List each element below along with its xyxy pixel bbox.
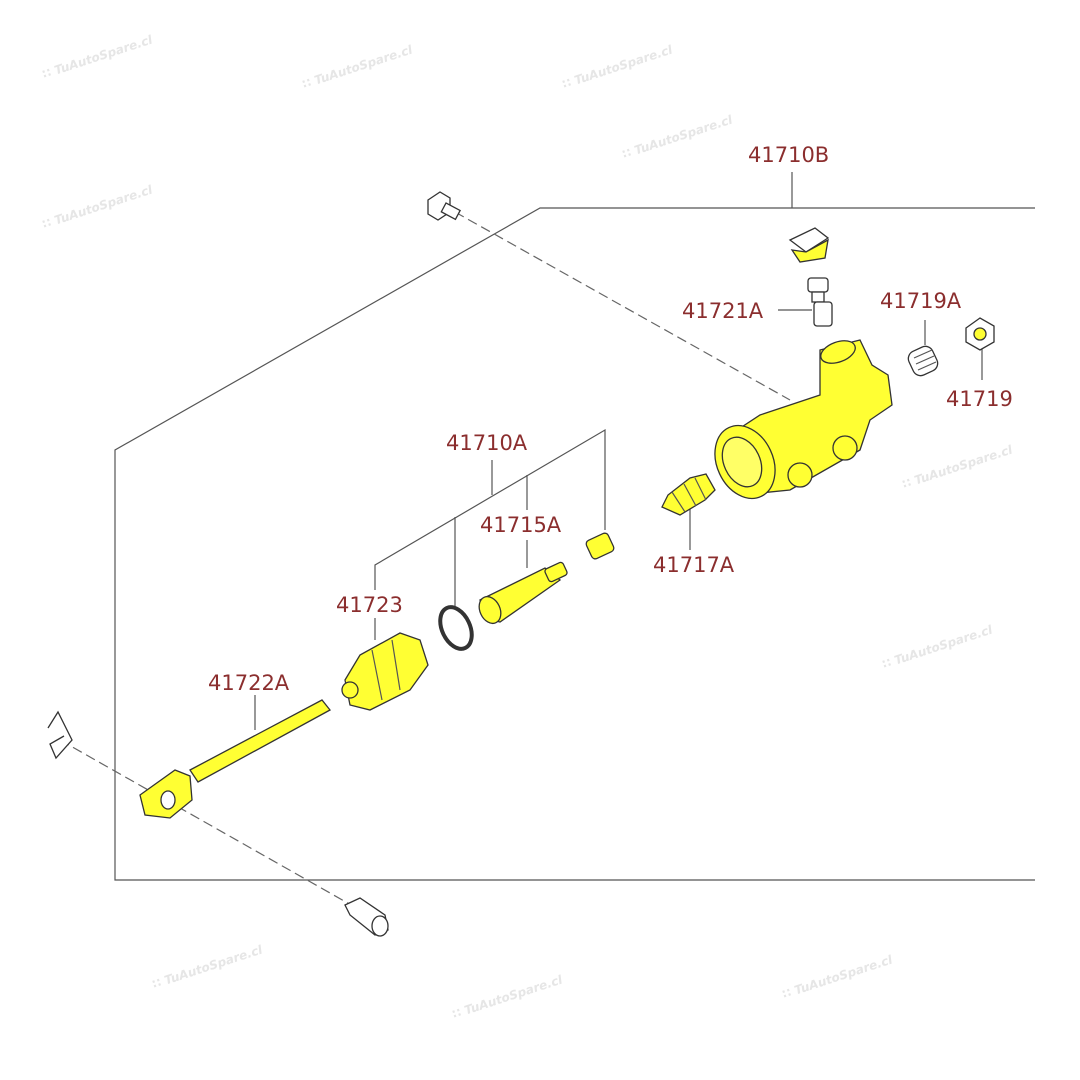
snap-ring[interactable]: [434, 602, 478, 654]
label-41722A: 41722A: [208, 671, 290, 695]
push-rod-41722A[interactable]: [139, 699, 331, 819]
label-41710B: 41710B: [748, 143, 829, 167]
clip-part[interactable]: [788, 227, 830, 263]
label-41719: 41719: [946, 387, 1013, 411]
frame-outline: [114, 207, 1035, 881]
label-41717A: 41717A: [653, 553, 735, 577]
dust-boot-41723[interactable]: [341, 632, 429, 711]
label-41719A: 41719A: [880, 289, 962, 313]
boot-41717A[interactable]: [661, 473, 716, 516]
guide-line-bolt: [454, 211, 791, 401]
guide-line-pin: [59, 739, 361, 911]
label-41723: 41723: [336, 593, 403, 617]
cap-41719[interactable]: [965, 317, 995, 351]
label-41715A: 41715A: [480, 513, 562, 537]
label-41721A: 41721A: [682, 299, 764, 323]
cup-seal[interactable]: [585, 532, 615, 560]
slave-cylinder-body[interactable]: [704, 336, 893, 508]
spring-41719A[interactable]: [906, 344, 941, 379]
leader-41710A: [374, 428, 606, 590]
piston-41715A[interactable]: [475, 561, 568, 626]
bolt-part[interactable]: [427, 191, 462, 221]
bleeder-screw-41721A[interactable]: [807, 277, 833, 327]
label-41710A: 41710A: [446, 431, 528, 455]
clevis-pin[interactable]: [344, 897, 389, 937]
spring-clip[interactable]: [47, 710, 73, 760]
